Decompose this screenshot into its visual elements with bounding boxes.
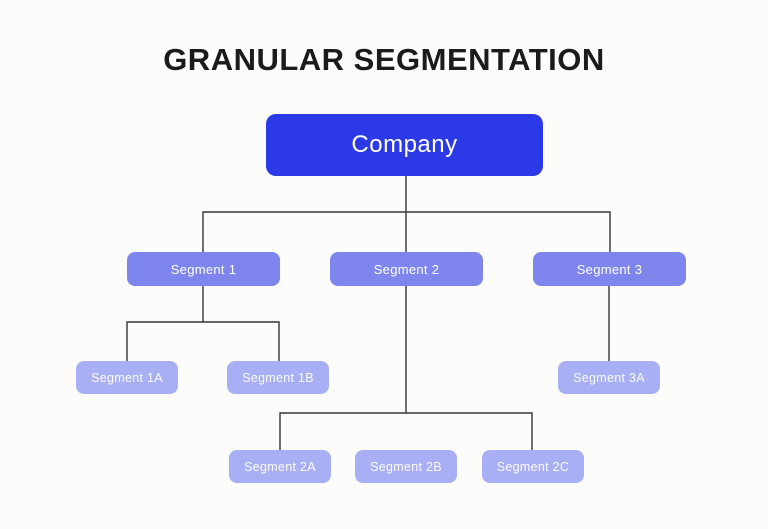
node-segment-1b: Segment 1B xyxy=(227,361,329,394)
page-title: GRANULAR SEGMENTATION xyxy=(163,42,605,77)
connector-company-bar xyxy=(202,211,611,252)
node-segment-1: Segment 1 xyxy=(127,252,280,286)
node-segment-2b: Segment 2B xyxy=(355,450,457,483)
node-segment-1a: Segment 1A xyxy=(76,361,178,394)
node-segment-2c: Segment 2C xyxy=(482,450,584,483)
node-segment-3: Segment 3 xyxy=(533,252,686,286)
node-segment-2a: Segment 2A xyxy=(229,450,331,483)
connector-seg1-bar xyxy=(126,321,280,361)
node-company: Company xyxy=(266,114,543,176)
connector-seg2-bar xyxy=(279,412,533,450)
node-segment-2: Segment 2 xyxy=(330,252,483,286)
node-segment-3a: Segment 3A xyxy=(558,361,660,394)
